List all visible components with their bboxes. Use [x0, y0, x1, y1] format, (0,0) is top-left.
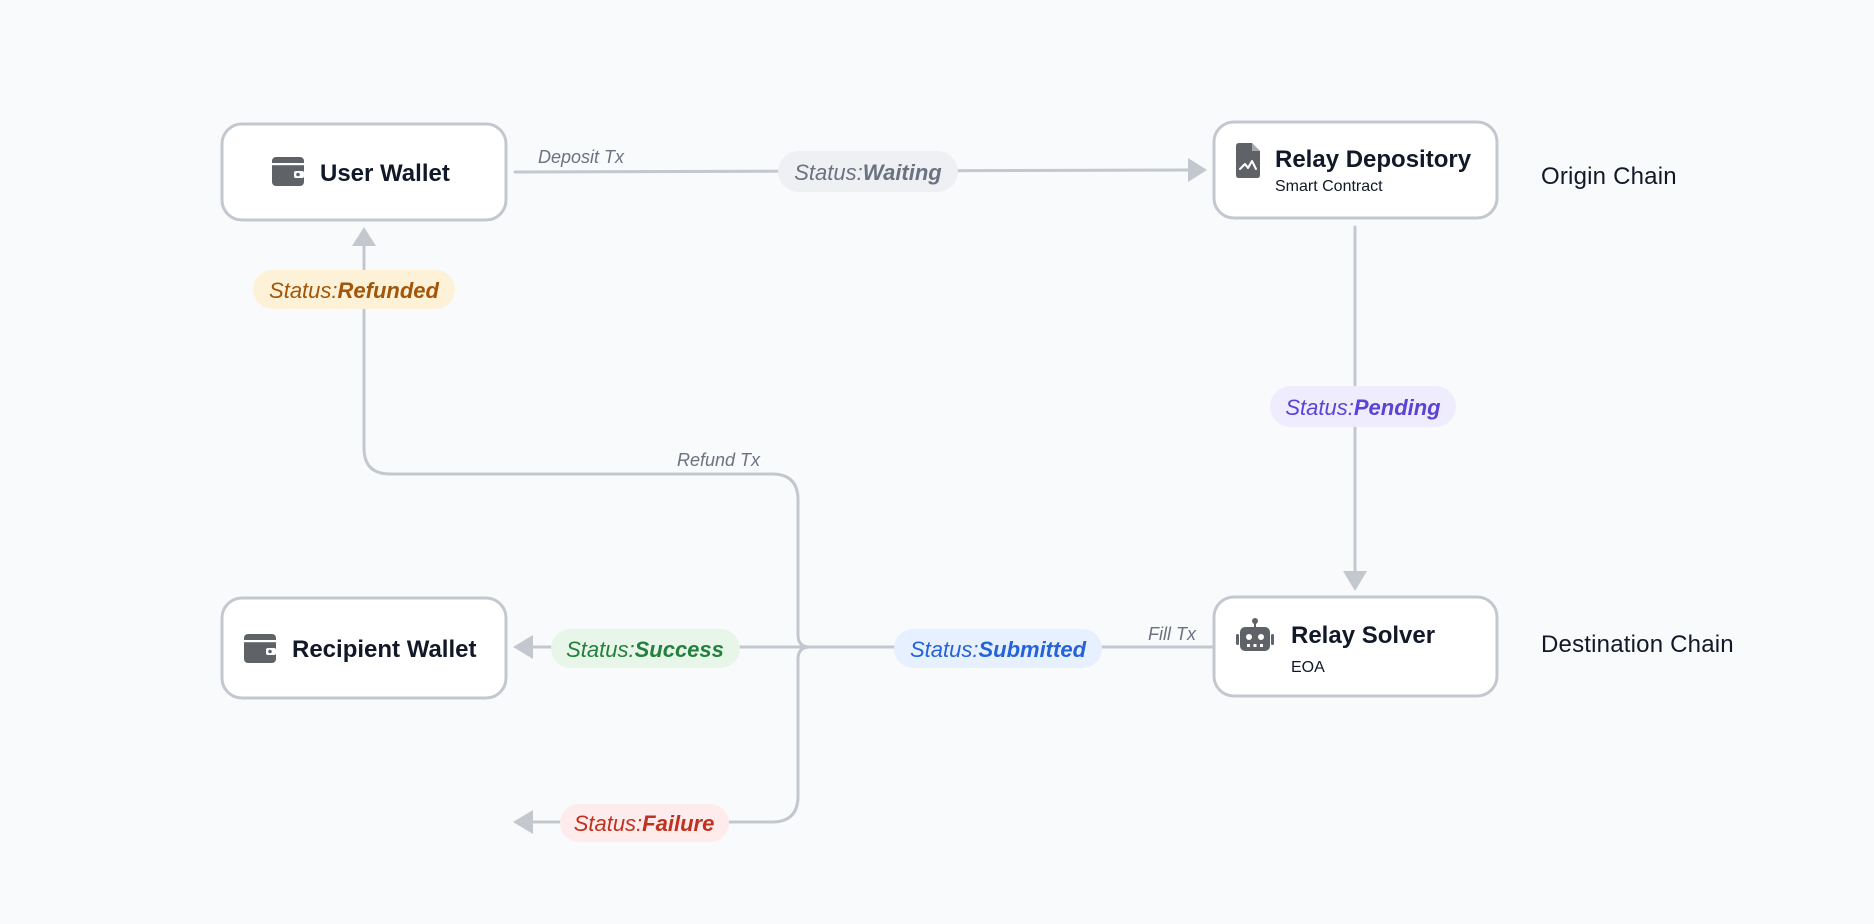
status-text-failure: Status:Failure	[574, 811, 715, 836]
node-title: Relay Depository	[1275, 146, 1472, 173]
arrow-failure	[513, 810, 533, 834]
status-value: Success	[635, 637, 724, 662]
node-relay-solver: Relay Solver EOA	[1212, 595, 1499, 698]
status-pill-bg	[894, 629, 1102, 668]
edge-label-refund: Refund Tx	[677, 450, 761, 470]
status-pill-submitted: Status:Submitted	[894, 629, 1102, 668]
edge-label-deposit: Deposit Tx	[538, 147, 625, 167]
edge-label-fill: Fill Tx	[1148, 624, 1197, 644]
node-relay-solver-box	[1212, 595, 1499, 698]
status-key: Status:	[794, 160, 862, 185]
status-value: Failure	[642, 811, 714, 836]
status-pill-failure: Status:Failure	[560, 804, 729, 842]
edge-failure	[532, 645, 812, 824]
node-user-wallet: User Wallet	[220, 122, 508, 222]
status-value: Refunded	[338, 278, 440, 303]
status-text-pending: Status:Pending	[1285, 395, 1441, 420]
arrow-into-recipient	[513, 635, 533, 659]
node-subtitle: Smart Contract	[1275, 178, 1383, 195]
node-title: Relay Solver	[1291, 622, 1435, 649]
arrow-into-user-wallet	[352, 227, 376, 246]
node-relay-depository-box	[1212, 120, 1499, 220]
status-key: Status:	[910, 637, 978, 662]
robot-icon	[1236, 618, 1274, 651]
chain-label-destination: Destination Chain	[1541, 631, 1734, 658]
arrow-into-depository	[1188, 158, 1207, 182]
status-key: Status:	[574, 811, 642, 836]
wallet-icon	[272, 157, 304, 186]
status-pill-bg	[778, 151, 958, 192]
node-user-wallet-box	[220, 122, 508, 222]
status-text-success: Status:Success	[566, 637, 724, 662]
node-title: User Wallet	[320, 160, 450, 187]
edge-refund	[362, 244, 812, 649]
arrow-into-solver	[1343, 571, 1367, 591]
status-text-refunded: Status:Refunded	[269, 278, 439, 303]
status-key: Status:	[269, 278, 337, 303]
status-pill-bg	[551, 629, 740, 668]
status-pill-refunded: Status:Refunded	[253, 270, 455, 309]
status-pill-bg	[253, 270, 455, 309]
status-pill-pending: Status:Pending	[1270, 386, 1456, 427]
status-key: Status:	[1285, 395, 1353, 420]
node-title: Recipient Wallet	[292, 636, 476, 663]
node-recipient-wallet: Recipient Wallet	[220, 596, 508, 700]
status-value: Waiting	[863, 160, 943, 185]
status-text-submitted: Status:Submitted	[910, 637, 1087, 662]
wallet-icon	[244, 634, 276, 663]
chain-label-origin: Origin Chain	[1541, 163, 1677, 190]
status-text-waiting: Status:Waiting	[794, 160, 942, 185]
node-subtitle: EOA	[1291, 659, 1325, 676]
node-recipient-wallet-box	[220, 596, 508, 700]
contract-document-icon	[1236, 143, 1260, 178]
status-pill-bg	[560, 804, 729, 842]
node-relay-depository: Relay Depository Smart Contract	[1212, 120, 1499, 220]
status-pill-bg	[1270, 386, 1456, 427]
status-value: Submitted	[978, 637, 1086, 662]
status-value: Pending	[1354, 395, 1441, 420]
status-pill-success: Status:Success	[551, 629, 740, 668]
status-key: Status:	[566, 637, 634, 662]
status-pill-waiting: Status:Waiting	[778, 151, 958, 192]
